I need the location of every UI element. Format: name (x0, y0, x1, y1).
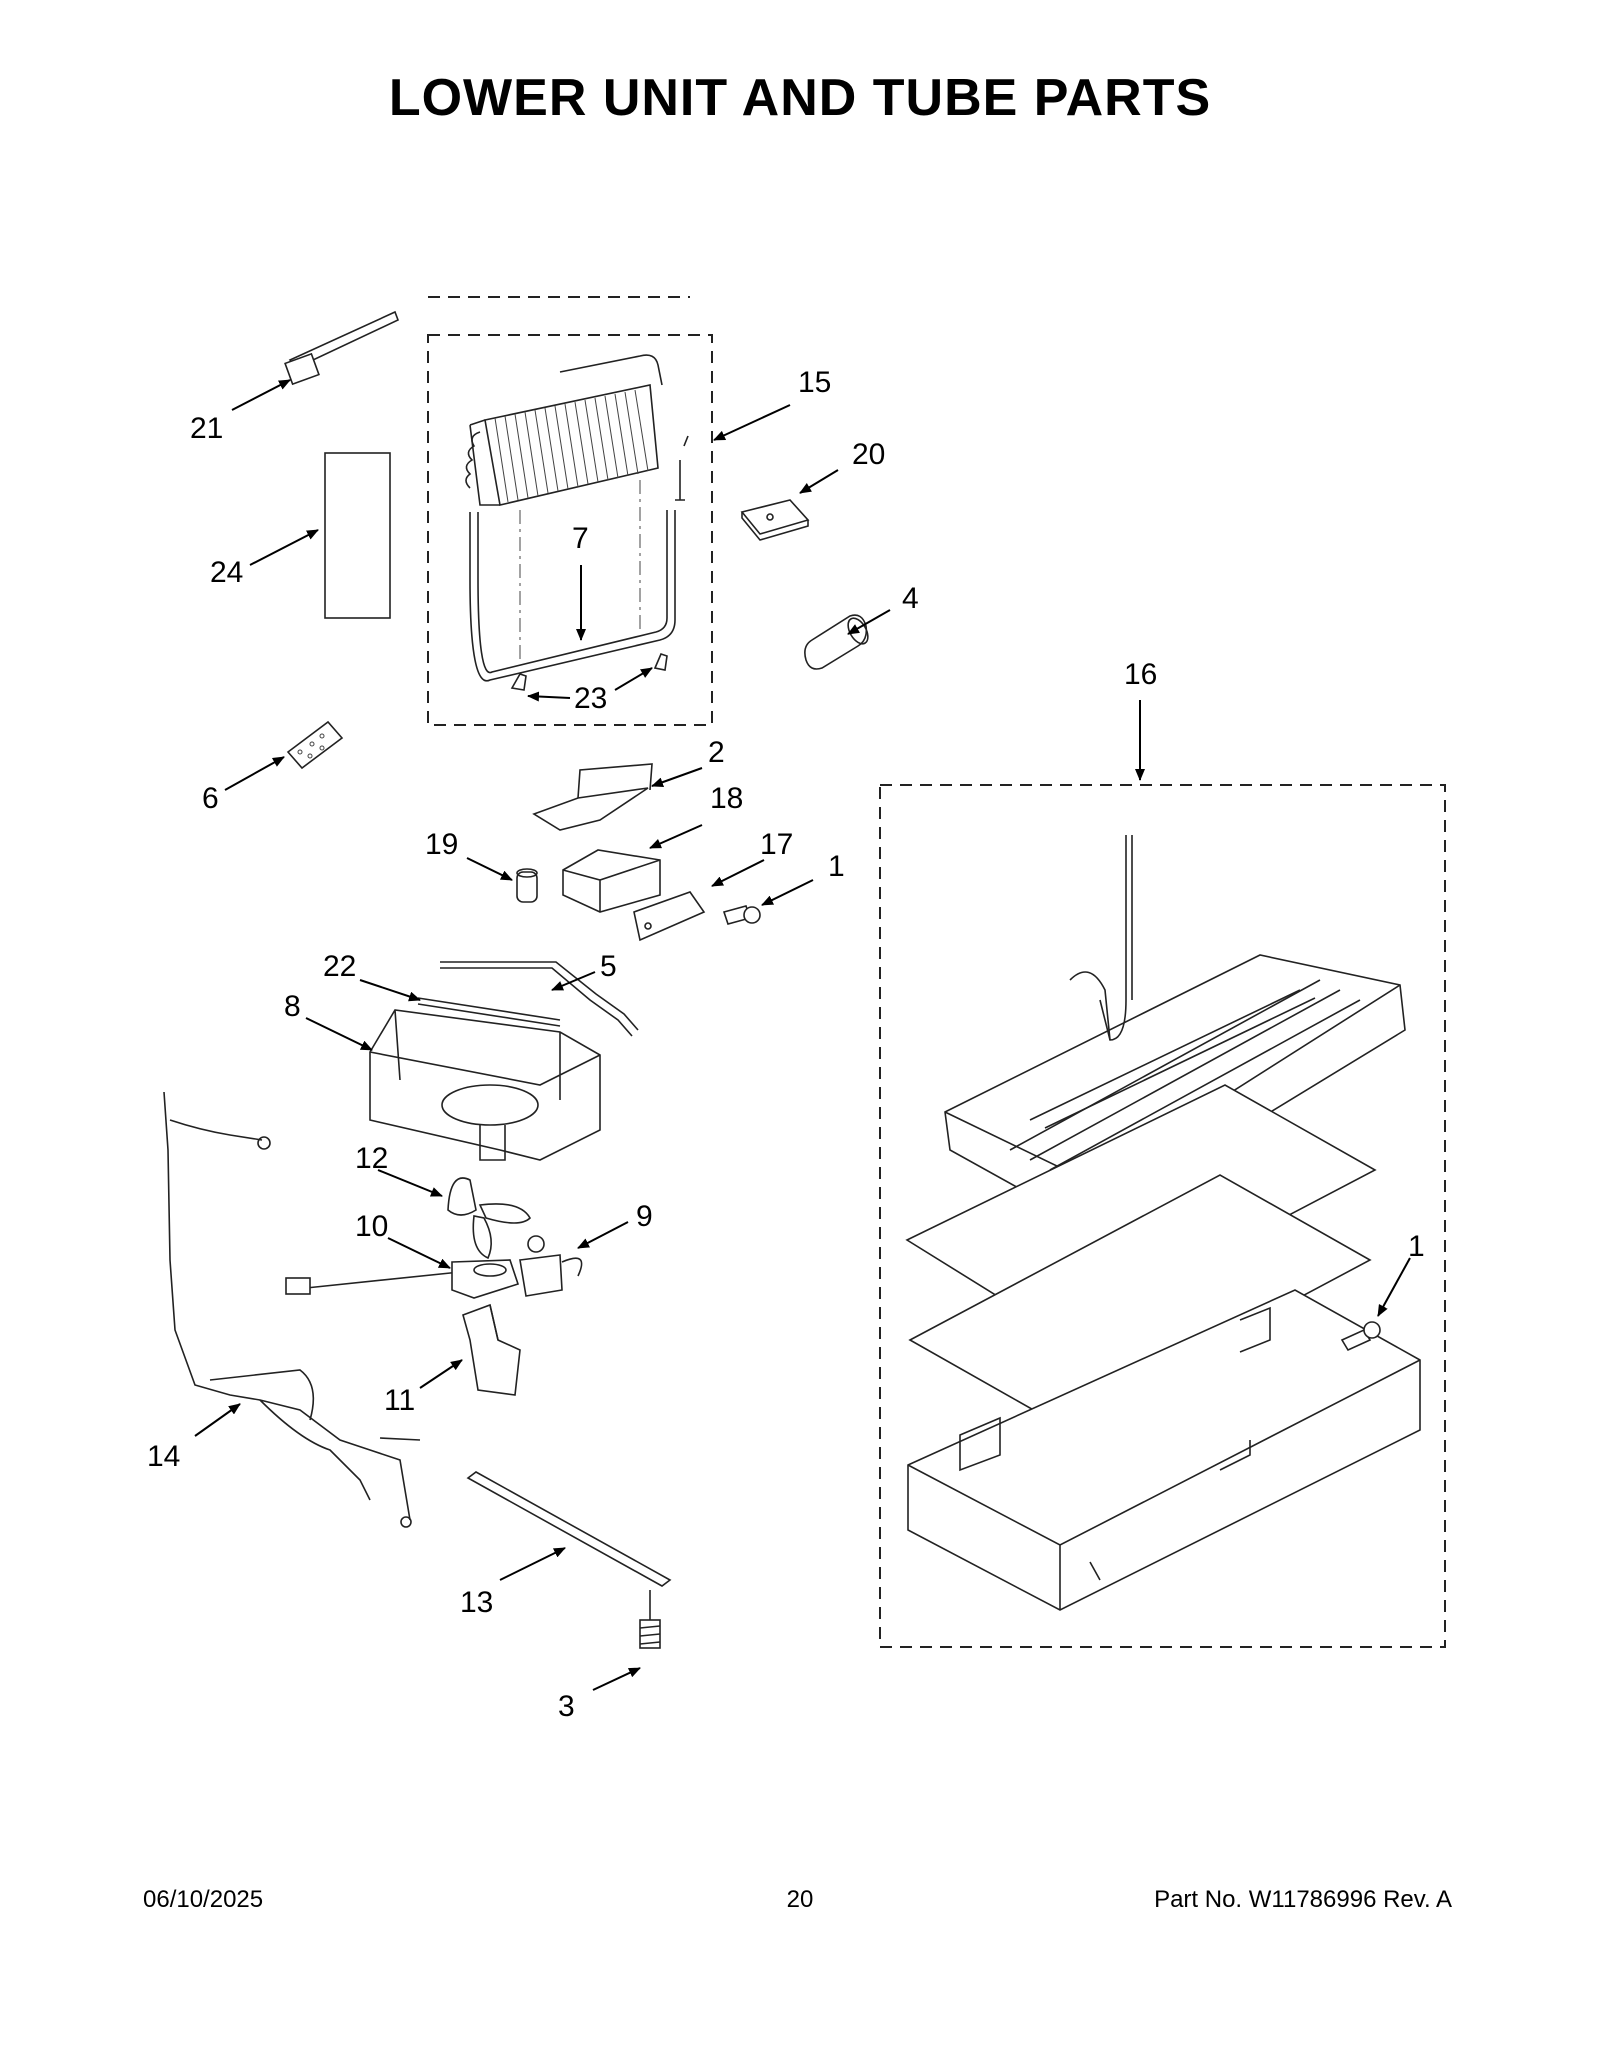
callout-7: 7 (572, 522, 589, 555)
cable-tie (284, 310, 400, 386)
drain-pan-base (907, 1289, 1421, 1611)
callout-18: 18 (710, 782, 743, 815)
insulation-pad (324, 452, 391, 619)
callout-23: 23 (574, 682, 607, 715)
callout-19: 19 (425, 828, 458, 861)
callout-arrows (194, 379, 1411, 1691)
footer-page-number: 20 (786, 1886, 814, 1913)
callout-2: 2 (708, 736, 725, 769)
motor-bracket (462, 1303, 521, 1396)
tube-5 (440, 961, 639, 1037)
fan-motor (285, 1259, 520, 1299)
drain-tube (804, 614, 869, 670)
callout-24: 24 (210, 556, 243, 589)
mounting-bracket (562, 849, 661, 913)
control-board (286, 720, 344, 770)
callout-15: 15 (798, 366, 831, 399)
callout-14: 14 (147, 1440, 180, 1473)
evaporator-coil (465, 354, 689, 691)
foam-pad (740, 499, 810, 541)
callout-12: 12 (355, 1142, 388, 1175)
cover-plate (532, 763, 653, 831)
insulation-sheet-lower (908, 1174, 1372, 1426)
callout-21: 21 (190, 412, 223, 445)
callout-17: 17 (760, 828, 793, 861)
callout-8: 8 (284, 990, 301, 1023)
callout-labels: 21 24 7 23 15 20 4 6 2 18 19 17 1 22 5 8… (147, 366, 1425, 1723)
trim-strip (466, 1471, 672, 1587)
wire-harness (163, 1091, 421, 1528)
callout-4: 4 (902, 582, 919, 615)
evaporator-assembly-box (427, 296, 713, 726)
callout-9: 9 (636, 1200, 653, 1233)
callout-1-drain-pan: 1 (1408, 1230, 1425, 1263)
footer-date: 06/10/2025 (143, 1886, 264, 1913)
capacitor (516, 868, 538, 903)
callout-1-upper: 1 (828, 850, 845, 883)
thermistor (519, 1235, 583, 1297)
callout-3: 3 (558, 1690, 575, 1723)
cover-plate-17 (633, 891, 706, 942)
callout-20: 20 (852, 438, 885, 471)
footer-part-number: Part No. W11786996 Rev. A (1154, 1886, 1452, 1913)
screw-upper (722, 905, 761, 925)
callout-11: 11 (384, 1384, 415, 1417)
page-title: LOWER UNIT AND TUBE PARTS (388, 69, 1212, 127)
screw-lower (639, 1590, 661, 1649)
callout-5: 5 (600, 950, 617, 983)
fan-blade (447, 1177, 531, 1260)
callout-22: 22 (323, 950, 356, 983)
callout-6: 6 (202, 782, 219, 815)
callout-10: 10 (355, 1210, 388, 1243)
callout-16: 16 (1124, 658, 1157, 691)
seal-strip (417, 997, 561, 1027)
screw-drain-pan (1340, 1321, 1381, 1352)
callout-13: 13 (460, 1586, 493, 1619)
drain-pan-assembly-box (879, 784, 1446, 1648)
fan-housing (369, 1009, 601, 1161)
